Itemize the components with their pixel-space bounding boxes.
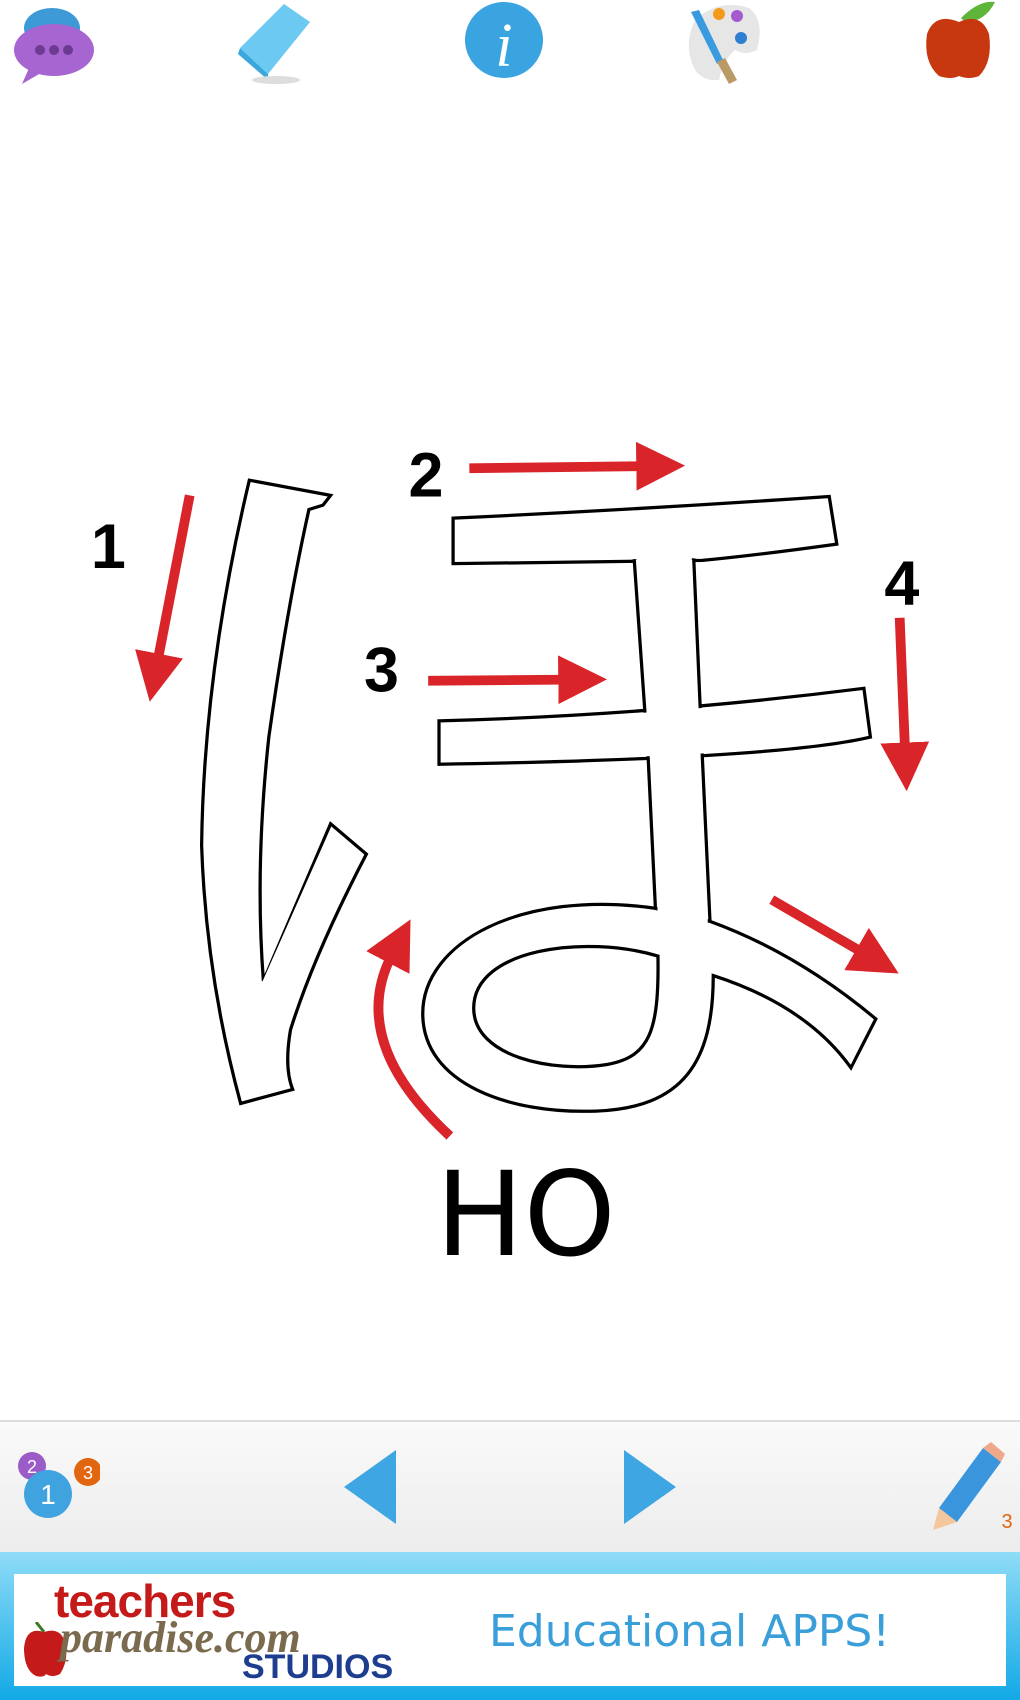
stroke-1-arrow xyxy=(135,494,195,702)
ad-banner[interactable]: teachers paradise.com STUDIOS Educationa… xyxy=(0,1552,1020,1700)
brand-studios: STUDIOS xyxy=(242,1648,394,1686)
next-arrow-icon[interactable] xyxy=(610,1442,700,1532)
stroke-number-3: 3 xyxy=(364,636,399,706)
chat-bubble-icon[interactable] xyxy=(10,0,100,88)
character-drawing: 1 2 3 4 HO xyxy=(91,440,930,1283)
stroke-4b-arrow xyxy=(769,895,899,974)
svg-text:3: 3 xyxy=(83,1463,93,1483)
svg-text:3: 3 xyxy=(1001,1511,1012,1532)
ad-slogan: Educational APPS! xyxy=(489,1606,890,1657)
eraser-icon[interactable] xyxy=(232,0,322,88)
stroke-2-arrow xyxy=(469,441,686,491)
info-icon[interactable]: i xyxy=(459,0,549,88)
apple-icon[interactable] xyxy=(915,0,1005,88)
svg-text:1: 1 xyxy=(40,1479,56,1510)
stroke-4c-arrow xyxy=(366,919,454,1140)
previous-arrow-icon[interactable] xyxy=(330,1442,420,1532)
brand-teachers: teachers xyxy=(54,1575,236,1627)
apple-logo-icon xyxy=(24,1622,67,1677)
ad-content[interactable]: teachers paradise.com STUDIOS Educationa… xyxy=(14,1574,1006,1686)
romaji-label: HO xyxy=(436,1146,616,1283)
stroke-4-arrow xyxy=(880,617,930,792)
svg-text:2: 2 xyxy=(27,1457,37,1477)
stroke-number-4: 4 xyxy=(884,549,919,619)
brand-paradise: paradise.com xyxy=(60,1613,301,1662)
top-toolbar: i xyxy=(0,0,1020,95)
bottom-toolbar: 2 3 1 3 xyxy=(0,1420,1020,1552)
pencil-icon[interactable]: 3 xyxy=(925,1442,1015,1533)
stroke-number-1: 1 xyxy=(91,512,126,582)
svg-text:i: i xyxy=(495,12,512,80)
stroke-3-arrow xyxy=(428,655,608,705)
stroke-arrows xyxy=(135,441,930,1140)
kana-outline xyxy=(199,478,878,1113)
palette-icon[interactable] xyxy=(679,0,769,88)
stroke-order-icon[interactable]: 2 3 1 xyxy=(10,1442,102,1532)
stroke-number-2: 2 xyxy=(409,440,444,510)
